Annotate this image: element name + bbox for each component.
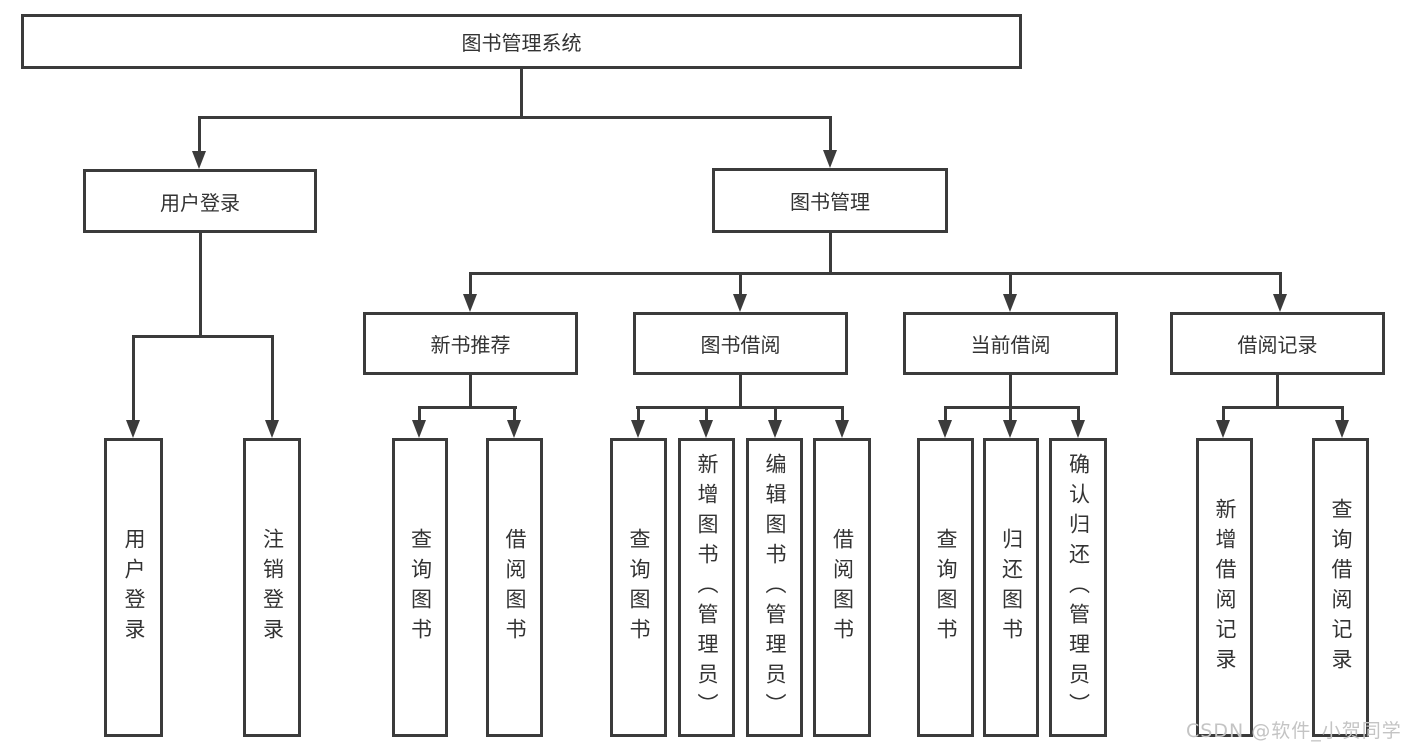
connector-bb-edit-drop [774, 406, 777, 424]
arrowhead-br-query [1335, 420, 1349, 438]
arrowhead-book-mgmt [823, 150, 837, 168]
connector-cb-confirm-drop [1077, 406, 1080, 424]
node-leaf-br-query: 查询借阅记录 [1312, 438, 1369, 737]
csdn-watermark: CSDN @软件_小贺同学 [1186, 720, 1402, 742]
arrowhead-user-login [192, 151, 206, 169]
node-leaf-bb-edit: 编辑图书（管理员） [746, 438, 803, 737]
node-leaf-user-login: 用户登录 [104, 438, 163, 737]
connector-root-stem [520, 69, 523, 117]
node-leaf-cb-confirm: 确认归还（管理员） [1049, 438, 1107, 737]
connector-book-mgmt-drop [829, 116, 832, 154]
node-new-book-rec: 新书推荐 [363, 312, 578, 375]
arrowhead-leaf-logout [265, 420, 279, 438]
arrowhead-bb-add [699, 420, 713, 438]
node-book-borrow: 图书借阅 [633, 312, 848, 375]
connector-user-login-drop [198, 116, 201, 155]
node-leaf-cb-query: 查询图书 [917, 438, 974, 737]
connector-rec-query-drop [418, 406, 421, 424]
node-book-mgmt: 图书管理 [712, 168, 948, 233]
connector-user-login-bus [132, 335, 274, 338]
connector-cb-query-drop [944, 406, 947, 424]
connector-br-bus [1222, 406, 1344, 409]
connector-leaf-user-login-drop [132, 335, 135, 425]
arrowhead-cb-confirm [1071, 420, 1085, 438]
connector-rec-bus [418, 406, 517, 409]
node-leaf-bb-add: 新增图书（管理员） [678, 438, 735, 737]
connector-br-stem [1276, 375, 1279, 408]
arrowhead-cb-return [1003, 420, 1017, 438]
connector-leaf-logout-drop [271, 335, 274, 425]
node-leaf-cb-return: 归还图书 [983, 438, 1039, 737]
connector-bb-stem [739, 375, 742, 408]
node-root: 图书管理系统 [21, 14, 1022, 69]
arrowhead-rec-query [412, 420, 426, 438]
connector-rec-stem [469, 375, 472, 408]
arrowhead-current-borrow [1003, 294, 1017, 312]
node-leaf-br-add: 新增借阅记录 [1196, 438, 1253, 737]
connector-level2-bus [198, 116, 832, 119]
node-user-login: 用户登录 [83, 169, 317, 233]
connector-rec-borrow-drop [513, 406, 516, 424]
node-leaf-logout: 注销登录 [243, 438, 301, 737]
arrowhead-bb-edit [768, 420, 782, 438]
arrowhead-leaf-user-login [126, 420, 140, 438]
connector-bb-query-drop [637, 406, 640, 424]
arrowhead-br-add [1216, 420, 1230, 438]
node-borrow-record: 借阅记录 [1170, 312, 1385, 375]
connector-borrow-record-drop [1279, 272, 1282, 298]
connector-bb-bus [636, 406, 844, 409]
connector-br-add-drop [1222, 406, 1225, 424]
arrowhead-new-book-rec [463, 294, 477, 312]
node-current-borrow: 当前借阅 [903, 312, 1118, 375]
node-leaf-rec-query: 查询图书 [392, 438, 448, 737]
connector-current-borrow-drop [1009, 272, 1012, 298]
connector-user-login-stem [199, 233, 202, 337]
node-leaf-bb-borrow: 借阅图书 [813, 438, 871, 737]
arrowhead-cb-query [938, 420, 952, 438]
arrowhead-book-borrow [733, 294, 747, 312]
connector-bb-borrow-drop [841, 406, 844, 424]
connector-br-query-drop [1341, 406, 1344, 424]
arrowhead-rec-borrow [507, 420, 521, 438]
connector-book-mgmt-stem [829, 233, 832, 274]
connector-cb-bus [944, 406, 1080, 409]
connector-cb-stem [1009, 375, 1012, 408]
node-leaf-bb-query: 查询图书 [610, 438, 667, 737]
arrowhead-bb-query [631, 420, 645, 438]
connector-book-borrow-drop [739, 272, 742, 298]
connector-bb-add-drop [705, 406, 708, 424]
connector-level3-bus [469, 272, 1282, 275]
connector-cb-return-drop [1009, 406, 1012, 424]
connector-new-book-rec-drop [469, 272, 472, 298]
arrowhead-borrow-record [1273, 294, 1287, 312]
arrowhead-bb-borrow [835, 420, 849, 438]
node-leaf-rec-borrow: 借阅图书 [486, 438, 543, 737]
